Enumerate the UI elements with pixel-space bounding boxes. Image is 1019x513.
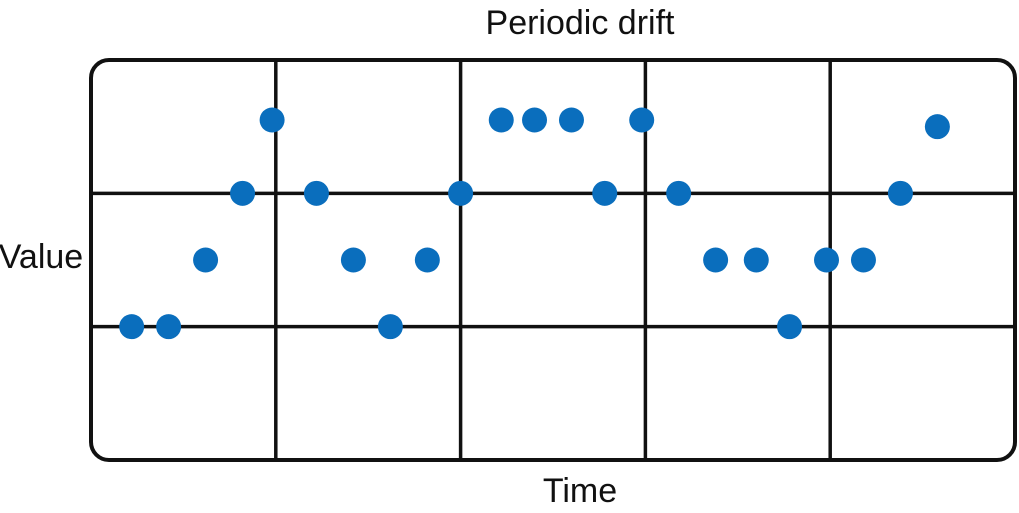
data-point-7 (340, 247, 366, 273)
chart-title: Periodic drift (486, 4, 676, 42)
grid-lines (91, 60, 1015, 460)
data-point-10 (448, 180, 474, 206)
y-axis-label: Value (0, 238, 83, 276)
data-point-22 (887, 180, 913, 206)
data-point-1 (119, 314, 145, 340)
data-point-4 (230, 180, 256, 206)
data-point-12 (522, 107, 548, 133)
data-point-18 (743, 247, 769, 273)
data-point-15 (629, 107, 655, 133)
x-axis-label: Time (543, 472, 617, 510)
data-point-17 (703, 247, 729, 273)
data-point-6 (303, 180, 329, 206)
data-point-19 (777, 314, 803, 340)
data-point-20 (814, 247, 840, 273)
data-point-5 (259, 107, 285, 133)
data-point-2 (156, 314, 182, 340)
data-point-11 (488, 107, 514, 133)
data-point-21 (850, 247, 876, 273)
data-point-9 (414, 247, 440, 273)
data-point-13 (558, 107, 584, 133)
plot-frame (89, 58, 1017, 462)
data-point-8 (377, 314, 403, 340)
data-point-14 (592, 180, 618, 206)
data-points (119, 107, 950, 340)
data-point-23 (924, 114, 950, 140)
data-point-3 (193, 247, 219, 273)
data-point-16 (666, 180, 692, 206)
